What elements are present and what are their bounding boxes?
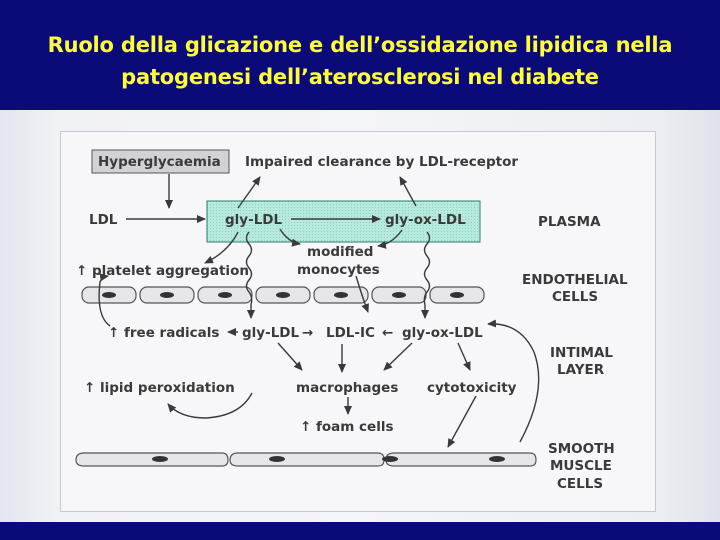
arrow-right-glyph: → [302, 325, 313, 341]
impaired-clearance-label: Impaired clearance by LDL-receptor [245, 154, 518, 170]
cytotoxicity-label: cytotoxicity [427, 380, 517, 396]
title-band: Ruolo della glicazione e dell’ossidazion… [0, 0, 720, 110]
hyperglycaemia-box [91, 149, 230, 174]
ldl-plasma-label: LDL [89, 212, 118, 228]
hyperglycaemia-label: Hyperglycaemia [98, 154, 221, 170]
gly-ox-ldl-plasma-label: gly-ox-LDL [385, 212, 466, 228]
diagram-panel [60, 131, 656, 512]
arrow-left-glyph: ← [382, 325, 393, 341]
slide-title-line-2: patogenesi dell’aterosclerosi nel diabet… [121, 65, 599, 89]
platelet-aggregation-label: ↑ platelet aggregation [76, 263, 249, 279]
zone-endothelial-label-1: ENDOTHELIAL [522, 272, 628, 288]
smooth-muscle-cell-layer [75, 452, 537, 467]
slide-title-line-1: Ruolo della glicazione e dell’ossidazion… [47, 33, 673, 57]
zone-intimal-label-2: LAYER [557, 362, 605, 378]
plasma-highlight-box [206, 200, 481, 243]
modified-monocytes-label-2: monocytes [297, 262, 380, 278]
zone-plasma-label: PLASMA [538, 214, 601, 230]
lipid-peroxidation-label: ↑ lipid peroxidation [84, 380, 235, 396]
macrophages-label: macrophages [296, 380, 398, 396]
gly-ox-ldl-intimal-label: gly-ox-LDL [402, 325, 483, 341]
zone-endothelial-label-2: CELLS [552, 289, 598, 305]
endothelial-cell-layer [81, 286, 485, 304]
bottom-band [0, 522, 720, 540]
free-radicals-label: ↑ free radicals [108, 325, 219, 341]
foam-cells-label: ↑ foam cells [300, 419, 394, 435]
ldl-ic-label: LDL-IC [326, 325, 375, 341]
zone-intimal-label-1: INTIMAL [550, 345, 613, 361]
zone-smooth-label-1: SMOOTH [548, 441, 615, 457]
gly-ldl-intimal-label: gly-LDL [242, 325, 300, 341]
zone-smooth-label-3: CELLS [557, 476, 603, 492]
zone-smooth-label-2: MUSCLE [550, 458, 612, 474]
gly-ldl-plasma-label: gly-LDL [225, 212, 283, 228]
modified-monocytes-label-1: modified [307, 244, 373, 260]
diagram-arrows [98, 174, 540, 448]
